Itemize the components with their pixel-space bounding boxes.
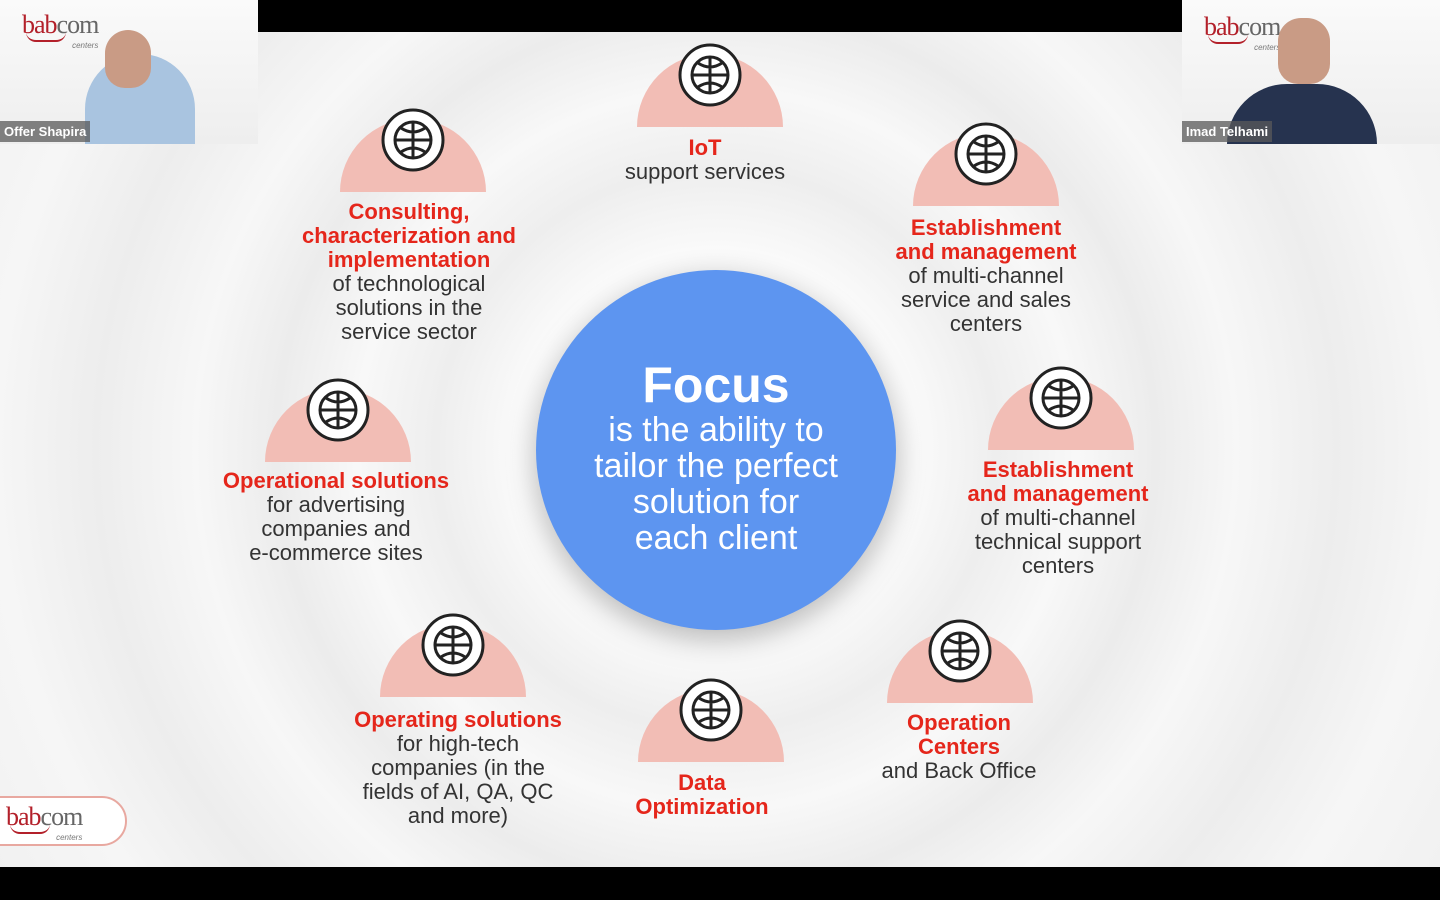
item-title: Operation: [907, 710, 1011, 735]
item-desc: of technological: [332, 271, 486, 296]
item-title: Consulting,: [348, 199, 470, 224]
bottom-bar: [0, 867, 1440, 900]
item-desc: centers: [949, 311, 1023, 336]
item-desc: centers: [1021, 553, 1095, 578]
focus-line: solution for: [632, 483, 800, 521]
item-title: Centers: [918, 734, 1000, 759]
item-desc: companies and: [261, 516, 411, 541]
item-title: Establishment: [910, 215, 1062, 240]
participant-head: [105, 30, 151, 88]
focus-line: each client: [634, 519, 798, 557]
item-desc: solutions in the: [335, 295, 483, 320]
focus-title: Focus: [642, 357, 790, 413]
item-desc: technical support: [974, 529, 1142, 554]
clipboard-gear-pen-icon: [915, 611, 1005, 701]
browser-gear-thumbs-up-icon: [293, 370, 383, 460]
top-bar: [256, 0, 1182, 32]
item-desc: for advertising: [266, 492, 406, 517]
item-desc: companies (in the: [371, 755, 545, 780]
item-title: Operational solutions: [222, 468, 450, 493]
item-desc: fields of AI, QA, QC: [362, 779, 554, 804]
focus-circle: Focus is the ability to tailor the perfe…: [536, 270, 896, 630]
item-title: IoT: [688, 135, 722, 160]
item-desc: of multi-channel: [980, 505, 1136, 530]
item-title: Optimization: [635, 794, 769, 819]
headset-gear-icon: [1016, 358, 1106, 448]
consultant-monitor-icon: [368, 100, 458, 190]
participant-name: Offer Shapira: [0, 121, 91, 142]
focus-line: tailor the perfect: [594, 447, 838, 485]
item-desc: of multi-channel: [908, 263, 1064, 288]
item-desc: for high-tech: [396, 731, 520, 756]
item-desc: service and sales: [901, 287, 1071, 312]
item-title: and management: [967, 481, 1149, 506]
item-desc: e-commerce sites: [249, 540, 423, 565]
focus-line: is the ability to: [608, 411, 824, 449]
item-desc: and more): [407, 803, 509, 828]
item-title: implementation: [327, 247, 491, 272]
participant-name: Imad Telhami: [1182, 121, 1273, 142]
item-title: and management: [895, 239, 1077, 264]
item-title: Operating solutions: [354, 707, 562, 732]
item-desc: service sector: [341, 319, 477, 344]
globe-chat-icon: [665, 35, 755, 125]
agent-rating-icon: [941, 114, 1031, 204]
item-title: Establishment: [982, 457, 1134, 482]
item-desc: support services: [624, 159, 786, 184]
item-desc: and Back Office: [881, 758, 1037, 783]
phone-bug-alert-icon: [408, 605, 498, 695]
item-title: Data: [678, 770, 726, 795]
item-title: characterization and: [302, 223, 516, 248]
participant-head: [1278, 18, 1330, 84]
magnifier-bulb-icon: [666, 670, 756, 760]
